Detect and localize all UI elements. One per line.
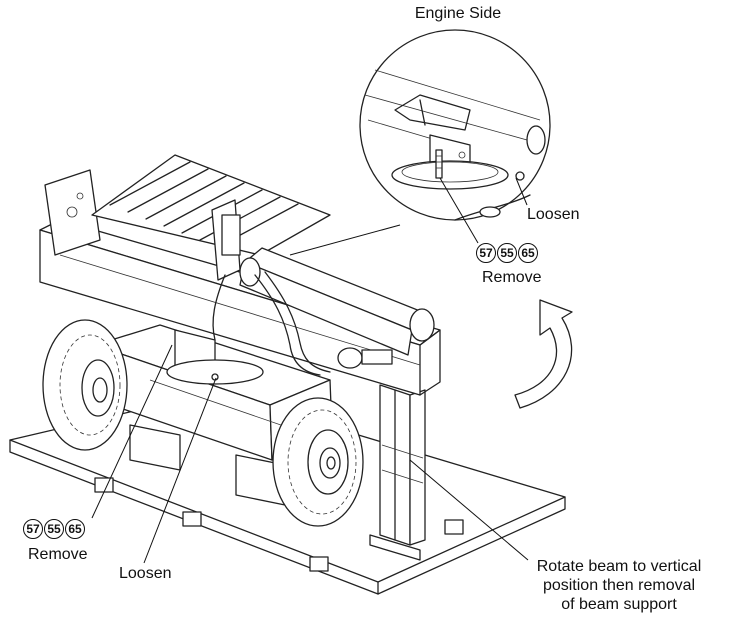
engine-side-label: Engine Side (414, 5, 502, 22)
rotate-instruction-line: Rotate beam to vertical (536, 558, 702, 575)
remove-left-label: Remove (28, 546, 88, 563)
wedge (211, 199, 241, 281)
left-wheel (42, 319, 128, 451)
part-number-badge: 57 (23, 519, 43, 539)
engine-bracket (166, 329, 264, 385)
part-number-badge: 57 (476, 243, 496, 263)
part-numbers-top: 57 55 65 (476, 243, 538, 263)
rotate-instruction: Rotate beam to vertical position then re… (505, 557, 733, 614)
remove-top-label: Remove (482, 269, 542, 286)
right-wheel (272, 397, 364, 527)
loosen-bottom-label: Loosen (119, 565, 172, 582)
end-plate (44, 169, 101, 256)
part-number-badge: 55 (497, 243, 517, 263)
hydraulic-cylinder (239, 247, 435, 369)
part-number-badge: 65 (65, 519, 85, 539)
loosen-top-label: Loosen (527, 206, 580, 223)
leader-lines (91, 177, 529, 564)
rotate-instruction-line: of beam support (561, 596, 677, 613)
hydraulic-hoses (212, 271, 331, 376)
engine-detail-callout (289, 29, 551, 256)
part-number-badge: 65 (518, 243, 538, 263)
part-number-badge: 55 (44, 519, 64, 539)
rotate-instruction-line: position then removal (542, 577, 696, 594)
part-numbers-left: 57 55 65 (23, 519, 85, 539)
curved-rotate-arrow-icon (514, 299, 573, 409)
